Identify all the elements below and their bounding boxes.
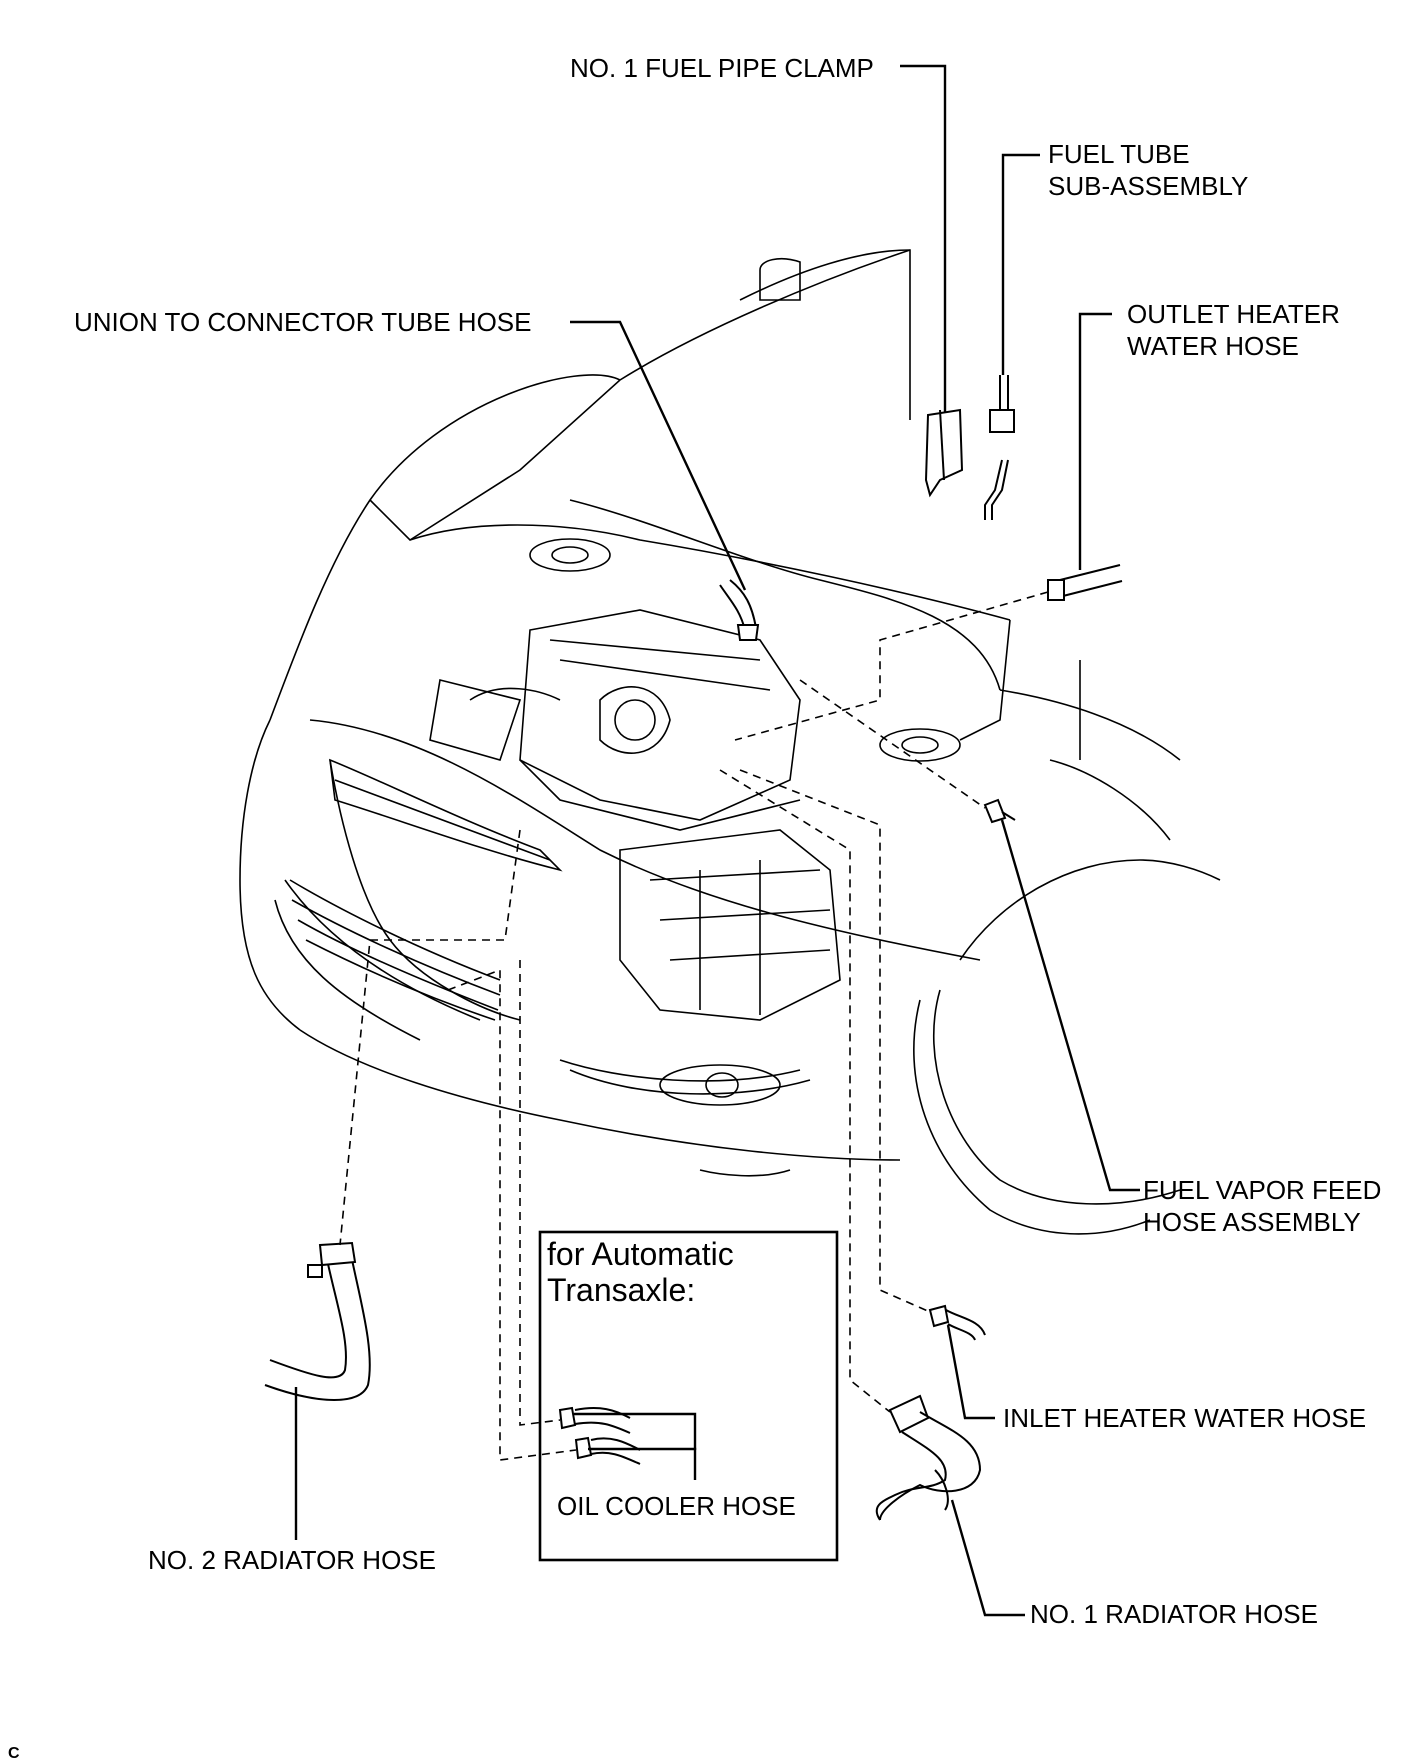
leader-lines	[294, 64, 1140, 1617]
no2-radiator-hose-part	[264, 1241, 371, 1401]
front-grille	[289, 758, 563, 1021]
label-outlet-heater-line1: OUTLET HEATER	[1127, 299, 1340, 329]
label-fuel-tube-line2: SUB-ASSEMBLY	[1048, 171, 1249, 201]
no1-radiator-hose-part	[875, 1394, 982, 1521]
car-body-outline	[239, 249, 1221, 1235]
corner-mark: C	[8, 1745, 20, 1762]
inset-title-line2: Transaxle:	[547, 1272, 696, 1308]
automatic-transaxle-inset	[538, 1230, 839, 1562]
inlet-heater-hose-part	[928, 1304, 986, 1341]
label-no2-radiator-hose: NO. 2 RADIATOR HOSE	[148, 1545, 436, 1575]
label-oil-cooler-hose: OIL COOLER HOSE	[557, 1491, 796, 1521]
fuel-vapor-hose-part	[983, 798, 1016, 824]
fuel-pipe-clamp-part	[924, 408, 964, 498]
label-inlet-heater-water-hose: INLET HEATER WATER HOSE	[1003, 1403, 1367, 1433]
label-fuel-tube-line1: FUEL TUBE	[1048, 139, 1190, 169]
union-hose-part	[719, 579, 760, 641]
label-outlet-heater-line2: WATER HOSE	[1127, 331, 1299, 361]
engine-assembly	[429, 609, 841, 1021]
fuel-tube-part	[984, 375, 1015, 520]
oil-cooler-hose-part	[558, 1406, 641, 1465]
label-fuel-vapor-line2: HOSE ASSEMBLY	[1143, 1207, 1361, 1237]
dashed-connectors	[339, 591, 1049, 1461]
label-union-to-connector-tube-hose: UNION TO CONNECTOR TUBE HOSE	[74, 307, 532, 337]
inset-title-line1: for Automatic	[547, 1236, 734, 1272]
label-no1-radiator-hose: NO. 1 RADIATOR HOSE	[1030, 1599, 1318, 1629]
label-no1-fuel-pipe-clamp: NO. 1 FUEL PIPE CLAMP	[570, 53, 874, 83]
outlet-heater-hose-part	[1047, 564, 1123, 601]
label-fuel-vapor-line1: FUEL VAPOR FEED	[1143, 1175, 1382, 1205]
